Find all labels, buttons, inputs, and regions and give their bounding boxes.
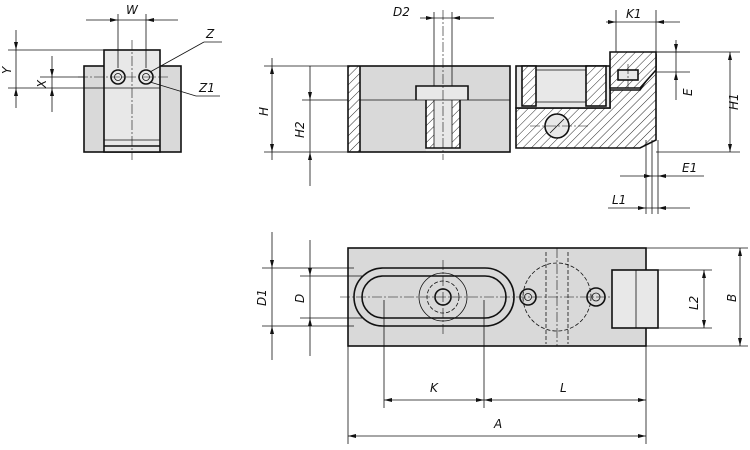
label-L: L [560,381,567,395]
label-W: W [126,3,139,17]
screw-head-icon [110,69,126,85]
label-D1: D1 [255,289,269,306]
label-E1: E1 [682,161,697,175]
label-L1: L1 [612,193,626,207]
label-Y: Y [0,65,14,74]
label-D: D [293,294,307,303]
front-view: W Z Z1 Y X [0,3,222,160]
screw-head-icon [586,287,606,307]
label-K1: K1 [626,7,642,21]
label-H2: H2 [293,121,307,138]
screw-head-icon [138,69,154,85]
label-L2: L2 [687,296,701,310]
plan-view: D1 D L2 B K L A [255,232,748,444]
label-H: H [257,107,271,116]
label-K: K [430,381,439,395]
label-X: X [35,79,49,89]
label-H1: H1 [727,93,741,110]
label-Z1: Z1 [198,81,215,95]
label-B: B [725,294,739,302]
label-A: A [493,417,502,431]
label-Z: Z [205,27,215,41]
label-D2: D2 [393,5,410,19]
section-view: K1 D2 H H2 E H1 [257,5,741,214]
label-E: E [681,88,695,96]
